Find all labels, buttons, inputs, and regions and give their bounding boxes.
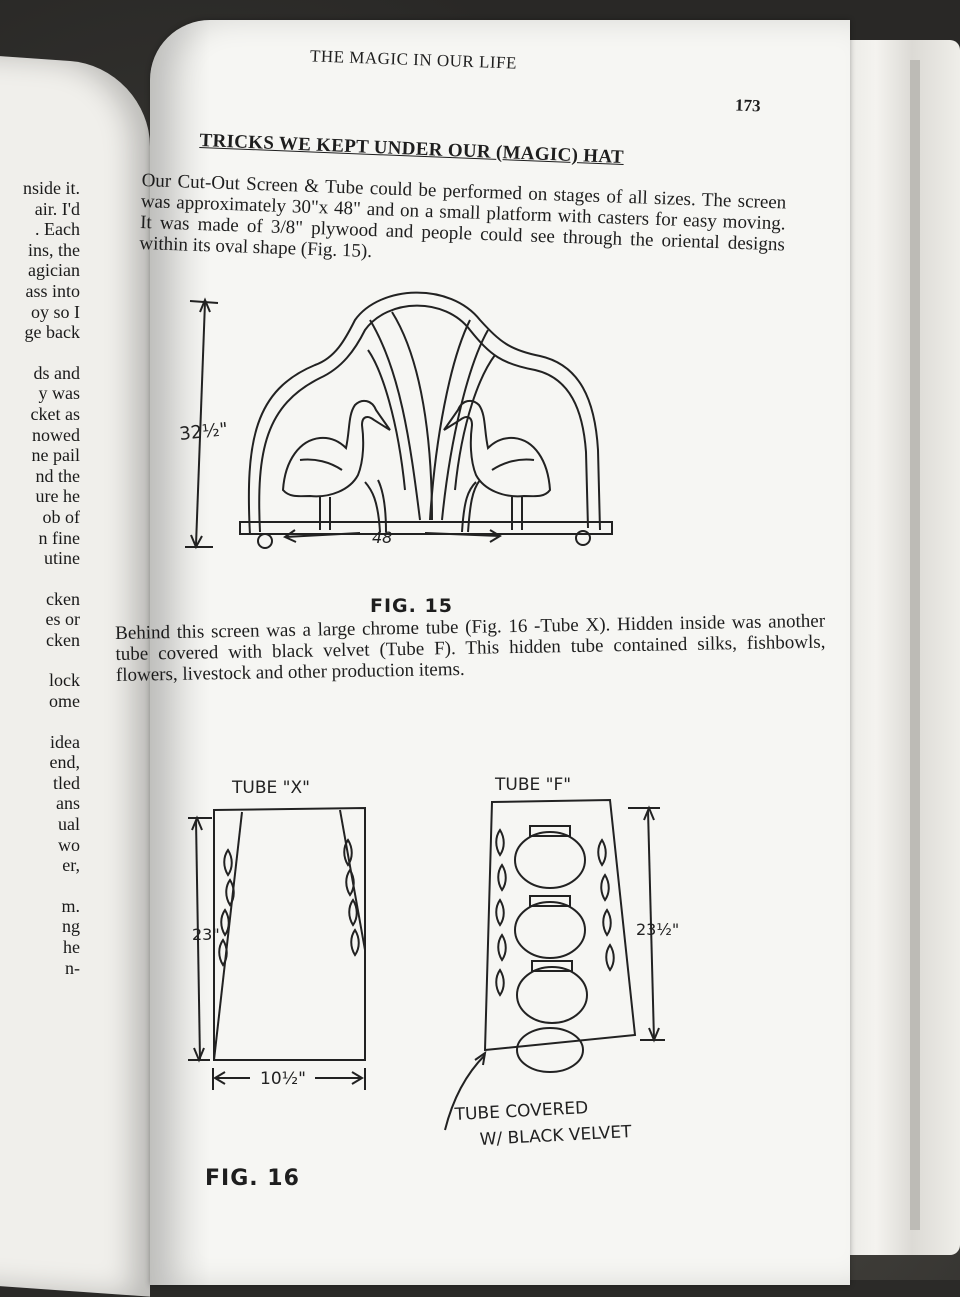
left-page-line: ass into bbox=[25, 280, 80, 301]
left-page-gap bbox=[0, 876, 80, 896]
fishbowl-2 bbox=[514, 901, 586, 959]
left-page-line: cken bbox=[46, 588, 80, 609]
left-page-line: es or bbox=[45, 609, 81, 630]
left-page-line: ome bbox=[49, 691, 80, 712]
left-page-line: utine bbox=[44, 548, 80, 569]
left-page-line: m. bbox=[61, 895, 80, 916]
left-page-gap bbox=[0, 343, 80, 363]
main-page bbox=[150, 20, 850, 1285]
caster-left bbox=[257, 533, 273, 549]
tube-x-width-label: 10½" bbox=[260, 1069, 306, 1089]
left-page-line: ual bbox=[58, 814, 80, 835]
left-bird-outline bbox=[281, 399, 391, 498]
left-page-line: ds and bbox=[33, 362, 81, 383]
left-page-line: agician bbox=[28, 260, 80, 281]
left-page-line: ne pail bbox=[31, 445, 80, 466]
left-page-line: ng bbox=[62, 916, 80, 937]
page-content: THE MAGIC IN OUR LIFE 173 TRICKS WE KEPT… bbox=[115, 20, 850, 1285]
fishbowl-1 bbox=[514, 831, 586, 889]
fig15-height-arrow bbox=[195, 301, 206, 546]
left-page-line: nowed bbox=[32, 424, 80, 445]
left-page-line: he bbox=[63, 937, 80, 957]
left-page-line: lock bbox=[49, 670, 80, 691]
left-page-line: cket as bbox=[30, 403, 80, 424]
tube-f-note-line2: W/ BLACK VELVET bbox=[479, 1122, 632, 1150]
screen-inner-outline bbox=[258, 304, 589, 533]
fig15-caption: FIG. 15 bbox=[370, 595, 453, 617]
left-page-line: tled bbox=[53, 772, 80, 793]
tube-f-height-label: 23½" bbox=[636, 920, 679, 939]
left-page-line: n- bbox=[65, 957, 80, 978]
left-page-line: nd the bbox=[35, 465, 81, 486]
left-page-line: ob of bbox=[42, 506, 81, 527]
fig16-drawing: TUBE "X" TUBE "F" bbox=[188, 775, 679, 1150]
left-page-line: idea bbox=[50, 731, 80, 752]
tube-x-height-label: 23" bbox=[192, 925, 220, 944]
tube-f-pointer-arrow bbox=[444, 1054, 486, 1131]
fishbowl-3 bbox=[516, 966, 588, 1024]
left-page-line: . Each bbox=[35, 219, 80, 240]
left-page-line: y was bbox=[38, 383, 81, 404]
left-page-line: oy so I bbox=[31, 301, 80, 322]
tube-x-label: TUBE "X" bbox=[231, 778, 310, 798]
screen-outer-outline bbox=[247, 291, 601, 536]
page-stack-edge bbox=[840, 40, 960, 1255]
left-page-line: ure he bbox=[35, 486, 80, 507]
left-page-line: end, bbox=[49, 752, 81, 773]
tube-x-outline bbox=[213, 806, 366, 1061]
left-page-line: ge back bbox=[24, 322, 80, 343]
tube-f-label: TUBE "F" bbox=[494, 775, 571, 795]
left-page-gap bbox=[0, 650, 80, 670]
caster-right bbox=[575, 530, 591, 546]
fig16-caption: FIG. 16 bbox=[205, 1166, 300, 1191]
left-page-line: ins, the bbox=[28, 239, 80, 260]
left-page-line: er, bbox=[62, 855, 80, 876]
left-page-line: ans bbox=[56, 793, 80, 814]
left-page-gap bbox=[0, 712, 80, 732]
left-page-line: nside it. bbox=[23, 178, 80, 198]
left-page-line: air. I'd bbox=[34, 198, 80, 219]
fig15-width-label: 48 bbox=[372, 528, 392, 547]
right-bird-outline bbox=[443, 399, 552, 498]
tube-f-note-line1: TUBE COVERED bbox=[453, 1098, 588, 1125]
left-page-line: cken bbox=[46, 629, 80, 650]
fig15-drawing: 32½" 48 bbox=[178, 291, 613, 550]
left-page-gap bbox=[0, 569, 80, 589]
fig15-height-label: 32½" bbox=[178, 419, 229, 445]
left-page-line: wo bbox=[58, 834, 80, 855]
tube-f-outline bbox=[483, 798, 637, 1052]
left-page-line: n fine bbox=[38, 527, 80, 548]
